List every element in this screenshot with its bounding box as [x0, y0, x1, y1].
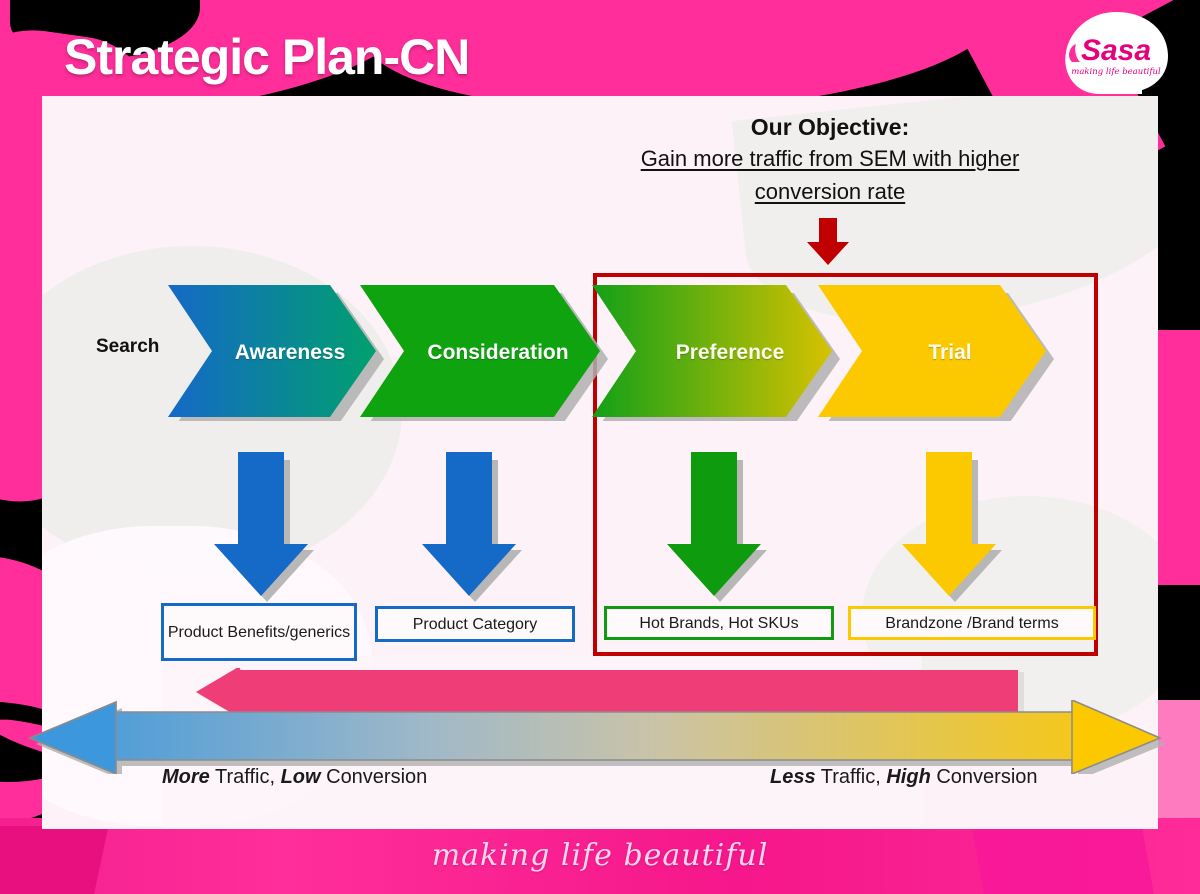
- funnel-stage-preference[interactable]: Preference: [592, 285, 842, 421]
- objective-block: Our Objective: Gain more traffic from SE…: [560, 112, 1100, 208]
- caption-more-traffic: More Traffic, Low Conversion: [162, 766, 427, 789]
- objective-line-1: Gain more traffic from SEM with higher: [640, 146, 1020, 171]
- caption-emphasis-more: More: [162, 766, 210, 788]
- caption-emphasis-less: Less: [770, 766, 816, 788]
- keyword-box-hot-brands[interactable]: Hot Brands, Hot SKUs: [604, 606, 834, 640]
- slide-title: Strategic Plan-CN: [64, 29, 470, 85]
- search-label: Search: [96, 336, 160, 357]
- objective-line-2: conversion rate: [754, 179, 906, 204]
- chevron-shape: [168, 285, 384, 421]
- keyword-box-label: Hot Brands, Hot SKUs: [639, 614, 799, 632]
- sasa-logo: Sasa making life beautiful: [1056, 6, 1186, 94]
- pink-left-arrow: [196, 668, 1024, 720]
- red-down-arrow-icon: [807, 218, 849, 265]
- gradient-double-arrow: [28, 700, 1166, 774]
- caption-mid: Traffic,: [209, 766, 281, 788]
- svg-text:Sasa: Sasa: [1081, 34, 1151, 67]
- caption-emphasis-high: High: [886, 766, 931, 788]
- sasa-logo-head-icon: Sasa making life beautiful: [1065, 12, 1168, 94]
- keyword-box-label: Product Benefits/generics: [167, 623, 351, 641]
- keyword-box-brandzone[interactable]: Brandzone /Brand terms: [848, 606, 1096, 640]
- keyword-box-product-benefits[interactable]: Product Benefits/generics: [161, 603, 357, 661]
- caption-less-traffic: Less Traffic, High Conversion: [770, 766, 1038, 789]
- keyword-box-label: Product Category: [412, 615, 538, 633]
- keyword-down-arrow-preference: [667, 452, 767, 602]
- chevron-shape: [360, 285, 608, 421]
- caption-end: Conversion: [930, 766, 1038, 788]
- funnel-stage-consideration[interactable]: Consideration: [360, 285, 610, 421]
- chevron-shape: [818, 285, 1054, 421]
- brand-tagline: making life beautiful: [431, 838, 769, 873]
- funnel-stage-awareness[interactable]: Awareness: [168, 285, 386, 421]
- keyword-box-label: Brandzone /Brand terms: [885, 614, 1059, 632]
- keyword-down-arrow-awareness: [214, 452, 314, 602]
- highlight-box-preference-trial: [593, 273, 1098, 656]
- chevron-shape: [592, 285, 840, 421]
- svg-text:making life beautiful: making life beautiful: [1071, 67, 1161, 77]
- caption-end: Conversion: [320, 766, 428, 788]
- objective-heading: Our Objective:: [750, 114, 910, 140]
- keyword-box-product-category[interactable]: Product Category: [375, 606, 575, 642]
- caption-mid: Traffic,: [815, 766, 887, 788]
- caption-emphasis-low: Low: [280, 766, 321, 788]
- funnel-stage-trial[interactable]: Trial: [818, 285, 1056, 421]
- keyword-down-arrow-consideration: [422, 452, 522, 602]
- keyword-down-arrow-trial: [902, 452, 1002, 602]
